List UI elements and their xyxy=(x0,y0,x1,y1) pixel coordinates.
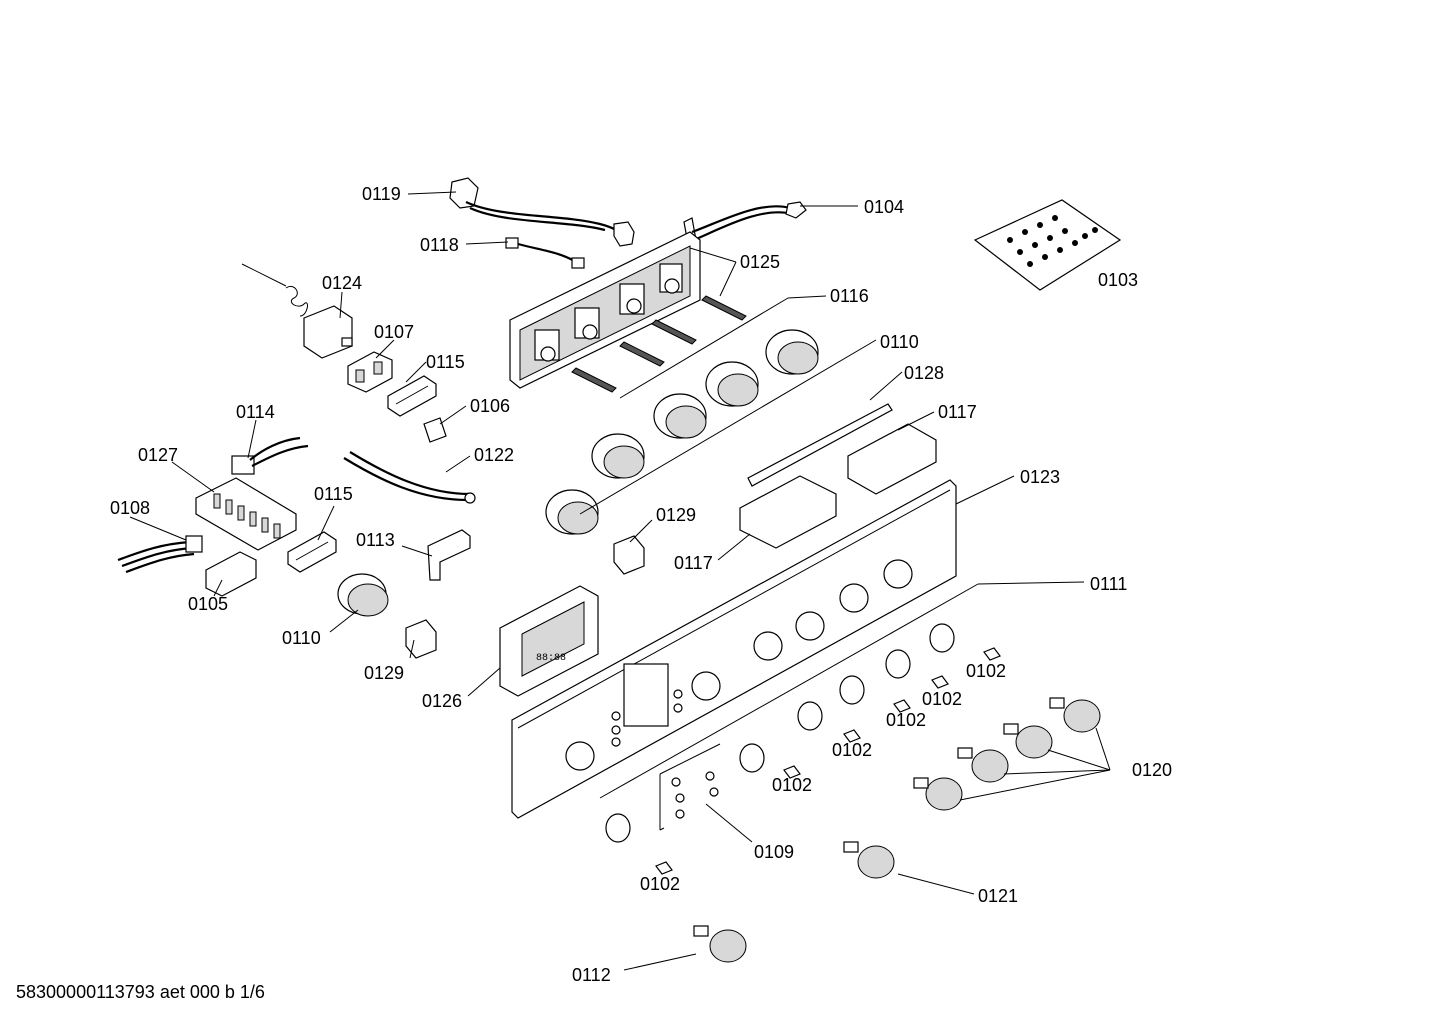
part-0121-knob xyxy=(843,841,895,879)
part-0117-switch-blocks xyxy=(739,423,937,549)
part-0126-display-module: 88:88 xyxy=(499,585,599,697)
part-0122-wire xyxy=(343,451,476,504)
part-0107-bracket xyxy=(347,351,393,393)
label-0129-a: 0129 xyxy=(656,505,696,525)
label-0105: 0105 xyxy=(188,594,228,614)
part-0113-bracket xyxy=(427,529,471,581)
label-0115-a: 0115 xyxy=(426,352,465,372)
label-0114: 0114 xyxy=(236,402,275,422)
part-0108-wires xyxy=(117,535,203,574)
part-0110-knob-housing-lower xyxy=(337,573,389,617)
label-0108: 0108 xyxy=(110,498,150,518)
part-0115-clip xyxy=(387,375,437,417)
part-0129-switch-lower xyxy=(405,619,437,659)
label-0111: 0111 xyxy=(1090,574,1127,594)
part-0115-clip-lower xyxy=(287,531,337,573)
part-0110-knob-housings-upper xyxy=(545,329,819,535)
label-0116: 0116 xyxy=(830,286,869,306)
label-0113: 0113 xyxy=(356,530,395,550)
part-0120-knobs xyxy=(913,697,1101,811)
label-0110-a: 0110 xyxy=(880,332,919,352)
label-0109: 0109 xyxy=(754,842,794,862)
label-0106: 0106 xyxy=(470,396,510,416)
part-0119-wire-harness xyxy=(449,177,635,247)
svg-text:88:88: 88:88 xyxy=(536,653,566,664)
label-0120: 0120 xyxy=(1132,760,1172,780)
label-0117-b: 0117 xyxy=(674,553,713,573)
part-0123-front-panel xyxy=(511,479,957,819)
document-footer: 58300000113793 aet 000 b 1/6 xyxy=(16,982,265,1002)
label-0102-c: 0102 xyxy=(886,710,926,730)
label-0123: 0123 xyxy=(1020,467,1060,487)
part-0104-wire-harness xyxy=(683,201,807,245)
label-0129-b: 0129 xyxy=(364,663,404,683)
label-0122: 0122 xyxy=(474,445,514,465)
part-labels: 0119 0104 0118 0125 0103 0124 0116 0107 … xyxy=(110,184,1172,985)
part-0129-switch-upper xyxy=(613,535,645,575)
label-0104: 0104 xyxy=(864,197,904,217)
label-0126: 0126 xyxy=(422,691,462,711)
label-0119: 0119 xyxy=(362,184,401,204)
label-0115-b: 0115 xyxy=(314,484,353,504)
label-0117-a: 0117 xyxy=(938,402,977,422)
part-0116-control-module xyxy=(509,231,701,389)
label-0102-e: 0102 xyxy=(772,775,812,795)
label-0124: 0124 xyxy=(322,273,362,293)
label-0102-f: 0102 xyxy=(640,874,680,894)
label-0103: 0103 xyxy=(1098,270,1138,290)
part-0112-knob xyxy=(693,925,747,963)
label-0110-b: 0110 xyxy=(282,628,321,648)
part-0128-strip xyxy=(747,403,893,487)
label-0127: 0127 xyxy=(138,445,178,465)
label-0125: 0125 xyxy=(740,252,780,272)
label-0121: 0121 xyxy=(978,886,1018,906)
part-0103-screw-bag xyxy=(973,199,1122,291)
part-0102-clips xyxy=(655,647,1001,875)
part-0109-screws xyxy=(659,743,721,831)
part-0124-thermostat xyxy=(241,263,353,359)
part-0111-rings xyxy=(605,623,955,843)
part-0114-harness xyxy=(231,436,309,475)
label-0102-a: 0102 xyxy=(966,661,1006,681)
leader-lines xyxy=(129,191,1111,971)
label-0102-d: 0102 xyxy=(832,740,872,760)
part-0127-terminal-block xyxy=(195,477,297,551)
part-0118-connector xyxy=(505,237,585,269)
part-0105-bracket xyxy=(205,551,257,597)
part-0125-shafts xyxy=(571,295,747,393)
label-0107: 0107 xyxy=(374,322,414,342)
label-0112: 0112 xyxy=(572,965,611,985)
label-0128: 0128 xyxy=(904,363,944,383)
label-0102-b: 0102 xyxy=(922,689,962,709)
label-0118: 0118 xyxy=(420,235,459,255)
